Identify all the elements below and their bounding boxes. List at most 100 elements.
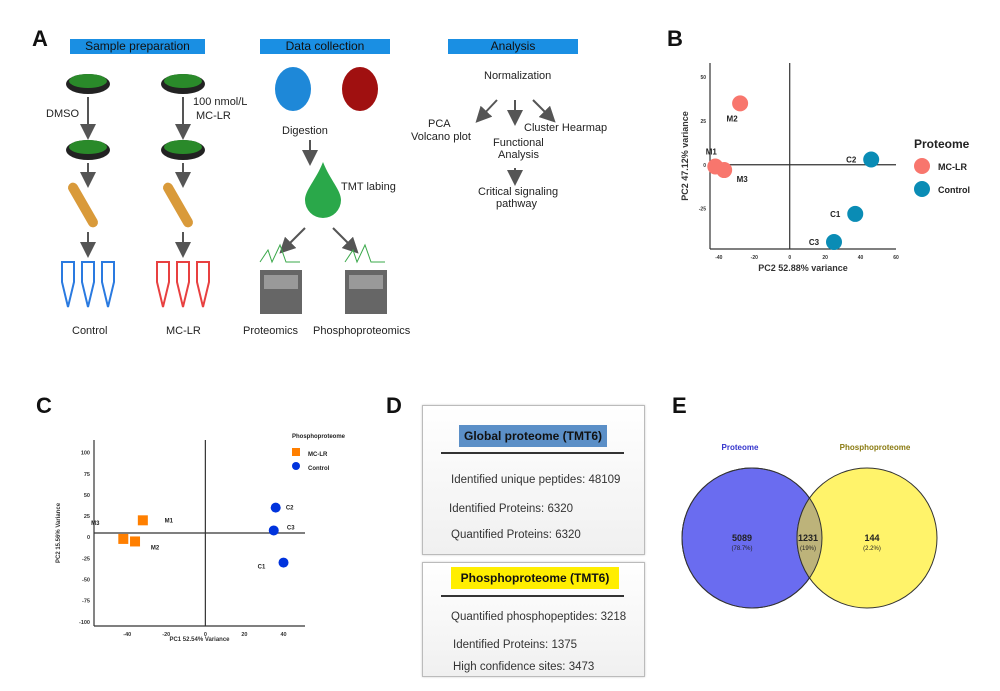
legend-title: Phosphoproteome — [292, 434, 346, 440]
venn-outline — [681, 467, 823, 609]
critical-label-2: pathway — [496, 198, 537, 210]
stat-line: Quantified Proteins: 6320 — [451, 529, 581, 541]
global-proteome-box: Global proteome (TMT6) Identified unique… — [422, 405, 645, 555]
x-axis-label: PC1 52.54% Variance — [169, 637, 230, 643]
set-label-proteome: Proteome — [722, 443, 759, 452]
stat-line: Identified Proteins: 6320 — [449, 503, 574, 515]
panel-label-e: E — [672, 393, 687, 418]
panel-label-d: D — [386, 393, 402, 418]
point-label: C3 — [809, 238, 820, 247]
point-label: M1 — [165, 518, 174, 524]
point-label: M2 — [727, 114, 739, 123]
stat-line: Identified unique peptides: 48109 — [451, 474, 621, 486]
legend-marker — [292, 448, 300, 456]
y-tick-label: 100 — [81, 451, 90, 457]
point-label: C2 — [846, 156, 857, 165]
data-point — [118, 533, 129, 544]
phosphoproteome-title: Phosphoproteome (TMT6) — [451, 567, 619, 589]
data-point — [268, 525, 279, 536]
arrows — [80, 97, 556, 258]
tmt-label: TMT labing — [341, 181, 396, 193]
point-label: C2 — [286, 506, 294, 512]
header-sample-preparation: Sample preparation — [70, 39, 205, 54]
stat-line: High confidence sites: 3473 — [453, 661, 595, 673]
x-tick-label: 40 — [858, 255, 864, 261]
data-point — [716, 162, 733, 179]
point-label: M1 — [706, 148, 718, 157]
x-tick-label: 0 — [204, 632, 207, 638]
dmso-label: DMSO — [46, 108, 79, 120]
divider — [441, 595, 624, 597]
data-point — [826, 233, 842, 250]
point-label: M3 — [737, 175, 749, 184]
point-label: M3 — [91, 521, 100, 527]
mass-spectrometer-icon — [259, 243, 387, 314]
x-tick-label: -20 — [751, 255, 758, 261]
critical-label-1: Critical signaling — [478, 186, 559, 198]
volcano-label: Volcano plot — [411, 131, 471, 143]
test-tube-icon — [68, 182, 193, 228]
legend-label: Control — [938, 185, 970, 195]
x-tick-label: 20 — [822, 255, 828, 261]
legend-title: Proteome — [914, 137, 970, 151]
set-label-phosphoproteome: Phosphoproteome — [840, 443, 911, 452]
protein-sample-blue-icon — [275, 67, 311, 111]
legend-marker — [914, 158, 930, 174]
panel-label-b: B — [667, 26, 683, 51]
y-tick-label: 50 — [84, 493, 90, 499]
data-point — [732, 95, 749, 112]
mclr-label: MC-LR — [166, 325, 201, 337]
y-axis-label: PC2 15.56% Variance — [56, 502, 62, 563]
data-point — [130, 536, 141, 547]
cluster-label: Cluster Hearmap — [524, 122, 608, 134]
header-data-collection: Data collection — [260, 39, 390, 54]
y-tick-label: -100 — [79, 620, 90, 626]
x-tick-label: 0 — [788, 255, 791, 261]
stat-line: Identified Proteins: 1375 — [453, 639, 578, 651]
phosphoproteome-box: Phosphoproteome (TMT6) Quantified phosph… — [422, 562, 645, 677]
data-point — [137, 515, 148, 526]
point-label: C3 — [287, 525, 295, 531]
point-label: C1 — [258, 565, 266, 571]
y-tick-label: -75 — [82, 599, 90, 605]
point-label: C1 — [830, 210, 841, 219]
data-point — [863, 151, 880, 168]
y-tick-label: 0 — [703, 163, 706, 169]
data-point — [278, 557, 289, 568]
pca-label: PCA — [428, 118, 451, 130]
data-point — [270, 502, 281, 513]
region-percent: (2.2%) — [863, 546, 881, 552]
legend-marker — [292, 462, 300, 470]
normalization-label: Normalization — [484, 70, 552, 82]
culture-dish-icon — [66, 74, 205, 160]
legend-marker — [914, 181, 930, 197]
divider — [441, 452, 624, 454]
y-tick-label: -50 — [82, 578, 90, 584]
region-count: 1231 — [798, 533, 818, 543]
point-label: M2 — [151, 545, 160, 551]
treatment-label-2: MC-LR — [196, 110, 231, 122]
x-tick-label: -20 — [162, 632, 170, 638]
digestion-label: Digestion — [282, 125, 328, 137]
y-tick-label: -25 — [82, 556, 90, 562]
workflow-illustration — [61, 67, 556, 314]
venn-intersection — [796, 468, 822, 608]
region-count: 5089 — [732, 533, 752, 543]
functional-label-1: Functional — [493, 137, 544, 149]
legend-label: MC-LR — [938, 162, 967, 172]
y-tick-label: 25 — [84, 514, 90, 520]
panel-label-a: A — [32, 26, 48, 51]
region-count: 144 — [864, 533, 879, 543]
functional-label-2: Analysis — [498, 149, 539, 161]
panel-label-c: C — [36, 393, 52, 418]
tmt-drop-icon — [305, 162, 341, 218]
x-tick-label: 20 — [241, 632, 247, 638]
x-axis-label: PC2 52.88% variance — [758, 263, 848, 273]
legend-label: MC-LR — [308, 452, 328, 458]
treatment-label-1: 100 nmol/L — [193, 96, 248, 108]
control-label: Control — [72, 325, 108, 337]
x-tick-label: 40 — [280, 632, 286, 638]
